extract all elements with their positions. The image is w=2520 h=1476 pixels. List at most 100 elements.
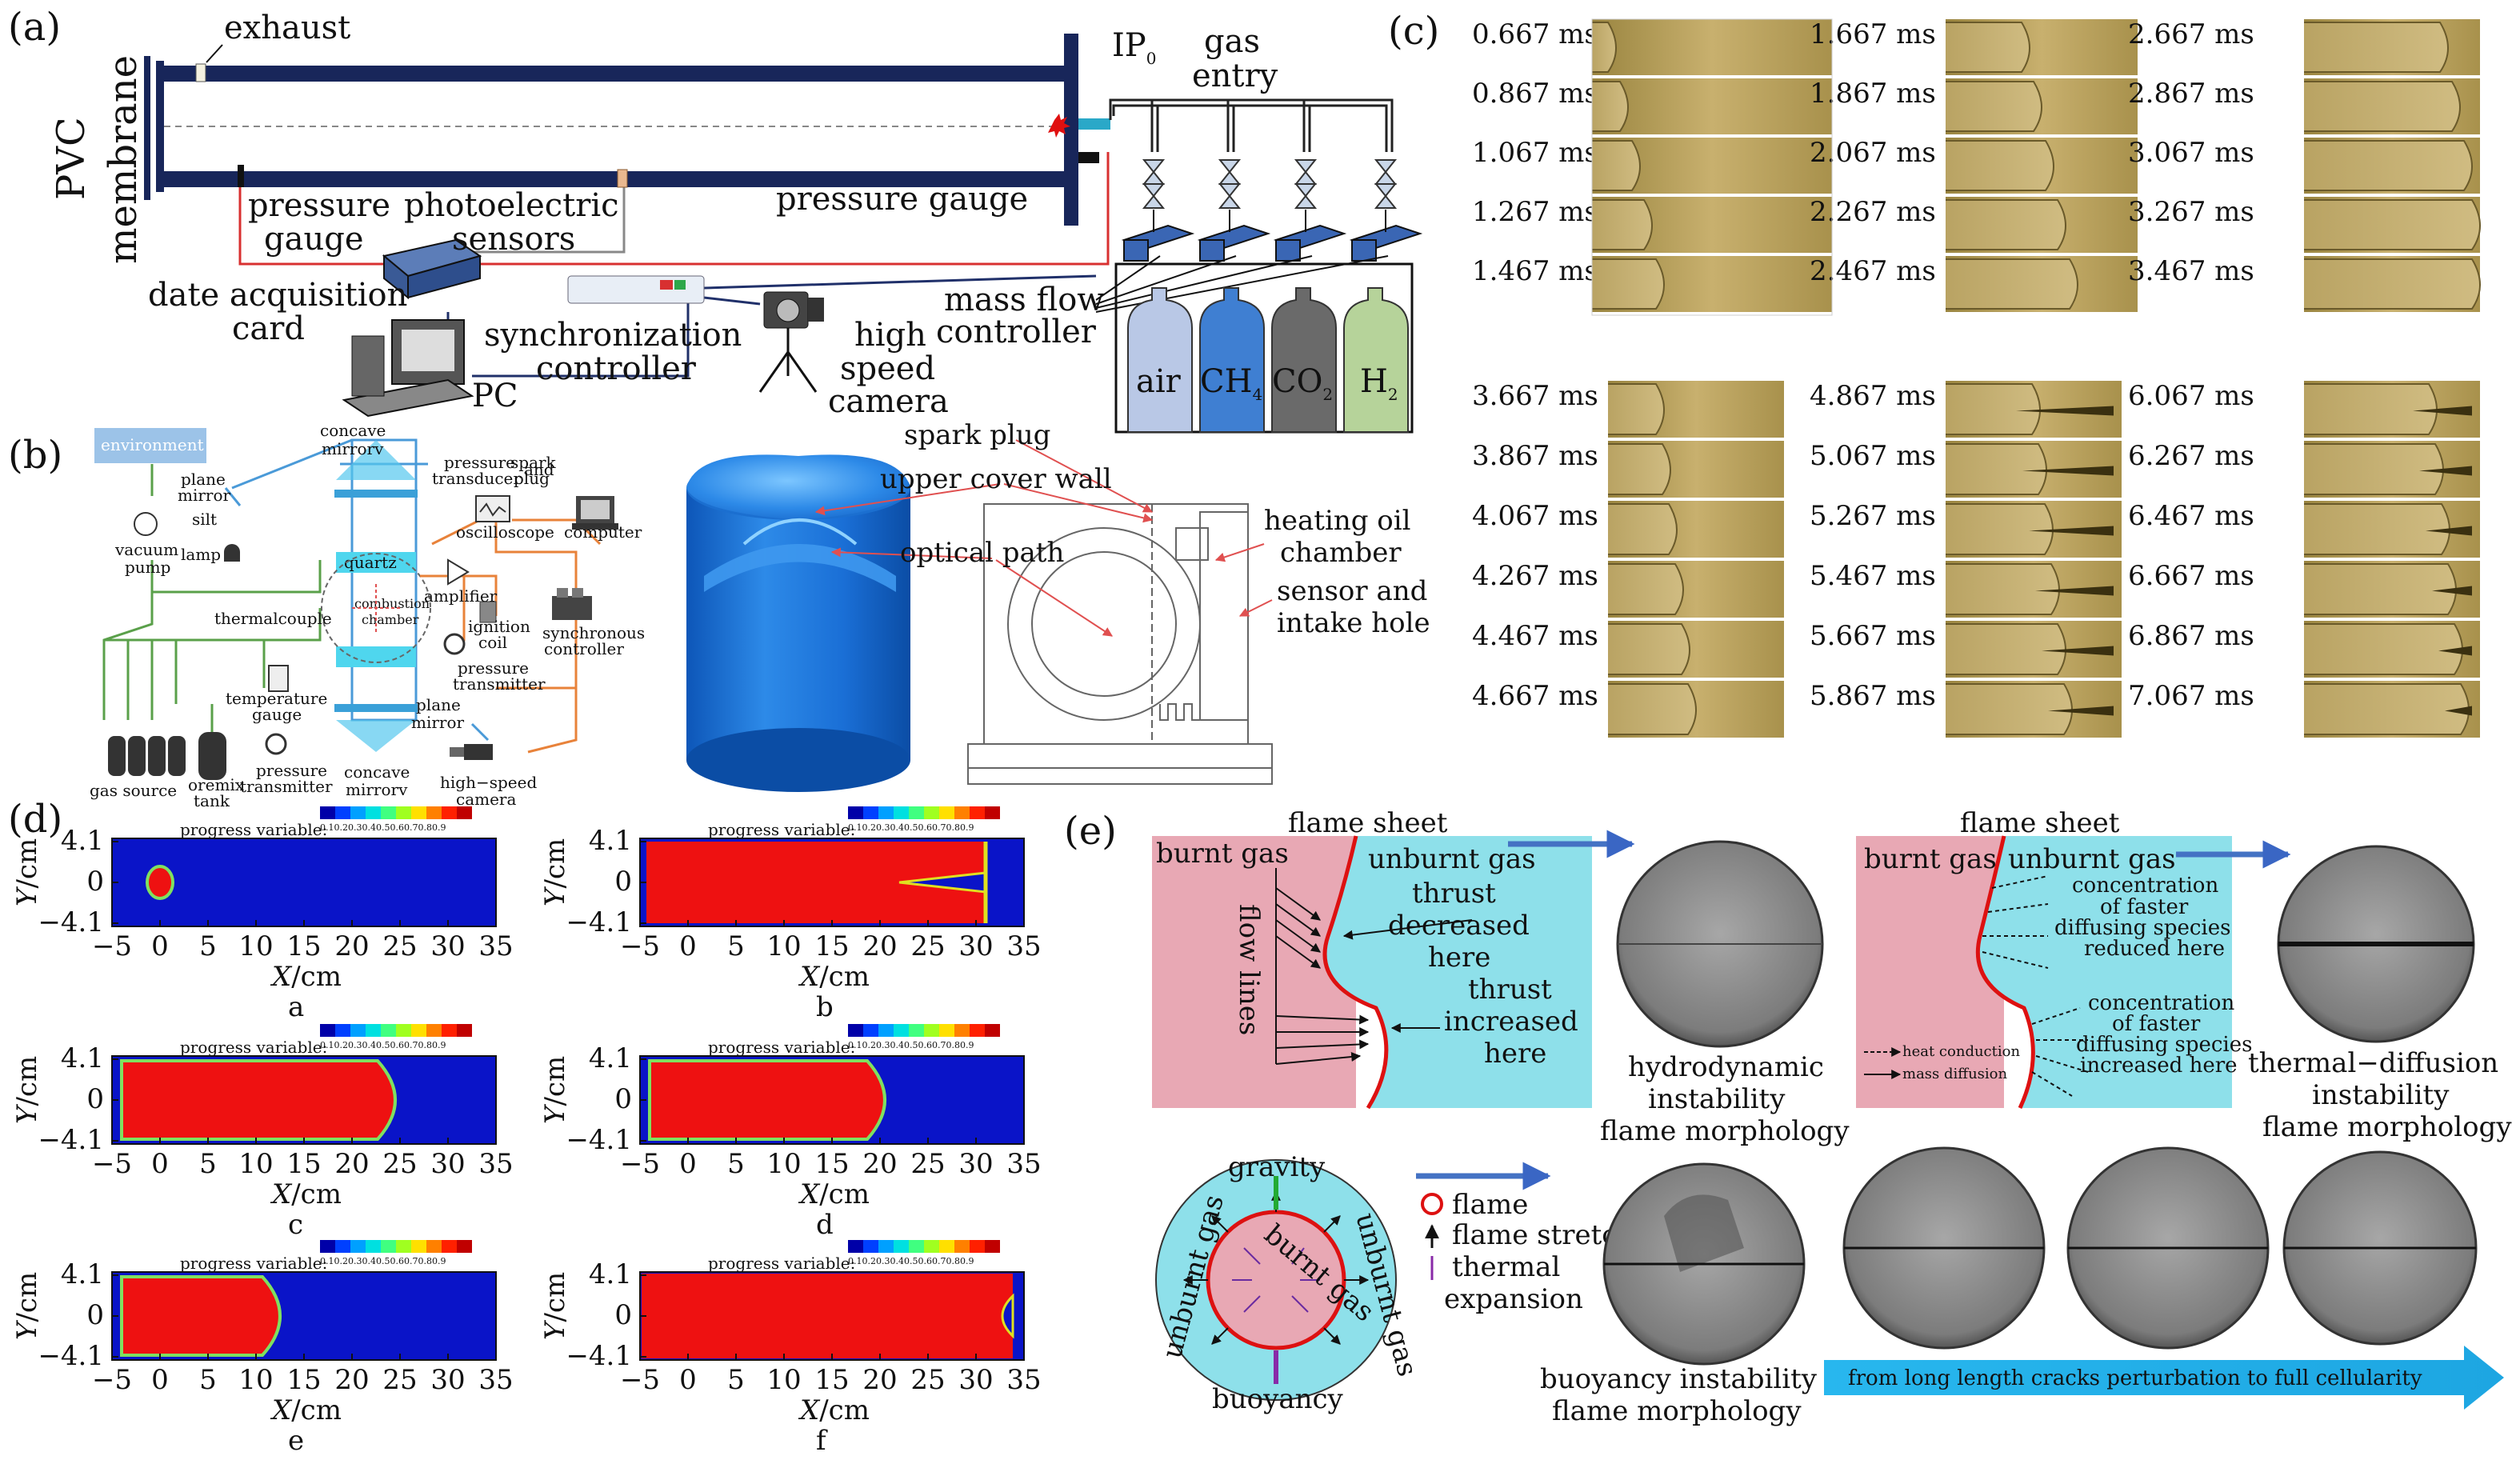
y-axis-label: Y/cm [11,1056,43,1124]
oremix-tank-icon [198,732,226,780]
legend-swatch [954,1024,970,1037]
subplot-e: progress variable:0.10.20.30.40.50.60.70… [11,1240,514,1457]
ignition-coil-1: ignition [468,617,530,636]
temperature-gauge-2: gauge [252,705,302,724]
legend-ticks: 0.10.20.30.40.50.60.70.80.9 [848,1040,974,1050]
y-tick: −4.1 [566,1340,632,1372]
unburnt-gas-label-1: unburnt gas [1368,843,1536,875]
x-tick: 30 [430,1364,465,1396]
y-axis-label: Y/cm [539,838,571,906]
flame-front-0-1-1 [1946,81,2042,132]
subplot-a: progress variable:0.10.20.30.40.50.60.70… [11,806,514,1023]
tulip-tongue-1-3 [2035,586,2114,596]
legend-swatch [939,1024,954,1037]
flame-front-1-2-1 [2304,443,2444,495]
flame-front-1-2-0 [2304,383,2438,435]
concave-mirror-top-1: concave [320,421,386,440]
legend-title: progress variable: [708,1038,855,1057]
plane-mirror2-2: mirror [411,713,465,732]
y-tick: −4.1 [38,1124,104,1156]
x-tick: 30 [958,1148,993,1180]
computer-icon [572,496,618,530]
x-tick: 5 [727,1364,745,1396]
flame-kernel [146,865,174,900]
x-tick: 35 [1006,930,1041,962]
legend-swatch [878,1024,894,1037]
legend-swatch [366,1024,381,1037]
legend-swatch [442,1240,457,1253]
legend-swatch [442,806,457,819]
legend-swatch [939,1240,954,1253]
tulip-tongue-2-1 [2419,466,2472,476]
tulip-tip [1001,1293,1014,1339]
legend-swatch [970,1024,985,1037]
time-label-0-0-1: 0.867 ms [1472,78,1598,110]
x-tick: 0 [679,1364,697,1396]
legend-title: progress variable: [180,820,327,839]
time-label-1-1-1: 5.067 ms [1810,440,1936,472]
td-label-3: flame morphology [2262,1111,2512,1143]
conc-red-4: reduced here [2084,937,2225,961]
legend-swatch [396,1240,411,1253]
legend-swatch [848,1024,863,1037]
tulip-tongue-1-5 [2048,706,2114,716]
pressure-transducer-2: transducer [432,469,521,488]
x-tick: 25 [910,930,945,962]
subplot-letter: f [816,1425,828,1457]
thrust-inc-3: here [1484,1038,1546,1070]
x-tick: −5 [92,930,132,962]
legend-swatch [350,1024,366,1037]
y-tick: 4.1 [61,1042,104,1074]
flame-front-1-2-2 [2304,503,2450,555]
y-tick: 4.1 [61,825,104,857]
synchronous-controller-icon [552,588,592,620]
camera-label-3: camera [828,383,949,420]
tulip-tongue-1-2 [2029,526,2114,536]
panel-c-label: (c) [1388,9,1439,54]
x-tick: 25 [382,1148,417,1180]
flame-front-0-0-0 [1592,22,1617,73]
time-label-0-1-3: 2.267 ms [1810,196,1936,228]
flame-frame-0-0-1 [1592,78,1832,134]
legend-flame-icon [1421,1193,1443,1215]
exhaust-port [195,63,206,82]
y-tick: 4.1 [589,1258,632,1290]
plane-mirror2-1: plane [416,695,461,714]
gas-entry-label-2: entry [1192,58,1278,94]
subplot-d: progress variable:0.10.20.30.40.50.60.70… [539,1024,1042,1241]
thrust-dec-1: thrust [1412,878,1496,910]
legend-swatch [350,1240,366,1253]
flame-front-1-1-5 [1946,683,2073,735]
legend-title: progress variable: [708,820,855,839]
flame-front-1-0-0 [1608,383,1665,435]
x-tick: −5 [620,1148,660,1180]
legend-ticks: 0.10.20.30.40.50.60.70.80.9 [848,1256,974,1266]
legend-swatch [411,1240,426,1253]
time-label-0-2-4: 3.467 ms [2128,255,2254,287]
legend-swatch [442,1024,457,1037]
td-flame-sheet [1975,835,2035,1110]
time-label-1-1-5: 5.867 ms [1810,680,1936,712]
x-tick: 15 [286,1364,321,1396]
time-label-1-0-1: 3.867 ms [1472,440,1598,472]
legend-swatch [381,806,396,819]
y-tick: 4.1 [61,1258,104,1290]
tulip-tongue-2-5 [2445,706,2472,716]
legend-swatch [954,806,970,819]
legend-swatch [970,806,985,819]
oremix-2: tank [194,791,230,810]
x-tick: 5 [199,1148,217,1180]
time-label-0-2-1: 2.867 ms [2128,78,2254,110]
computer-label: computer [564,522,642,542]
x-tick: 30 [958,1364,993,1396]
x-tick: 35 [1006,1148,1041,1180]
tulip-tongue-2-3 [2432,586,2472,596]
ip0-label: IP0 [1112,27,1156,68]
panel-b-chamber-setup: (b) environment quartz combustion chambe… [8,419,1430,810]
environment-label: environment [101,435,204,454]
mfc-label-1: mass flow [944,282,1105,318]
buoy-label-1: buoyancy instability [1540,1363,1818,1395]
x-tick: 35 [478,1364,513,1396]
lamp-icon [224,544,240,562]
legend-swatch [396,1024,411,1037]
